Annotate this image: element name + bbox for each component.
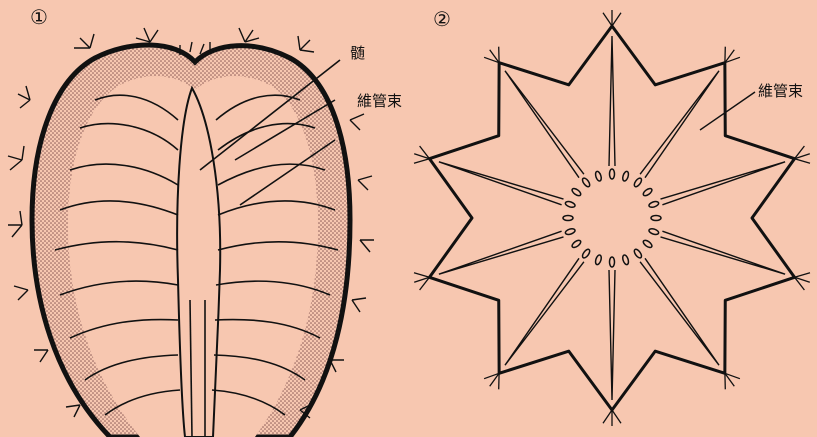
vascular-bundle (633, 248, 643, 259)
radial-bundle-line (609, 270, 615, 400)
bundle-leader-line-fig2 (700, 92, 755, 130)
spine (612, 13, 621, 26)
radial-bundle-line (640, 258, 719, 365)
vascular-bundle (610, 169, 615, 179)
vascular-bundle (581, 248, 591, 259)
spine (603, 13, 612, 26)
vascular-bundle (642, 187, 653, 197)
spine (603, 410, 612, 423)
figure-1-number: ① (30, 5, 48, 29)
vascular-bundle (633, 177, 643, 188)
pith-label: 髄 (350, 44, 365, 62)
pith-area (574, 180, 650, 256)
radial-bundle-line (505, 258, 584, 365)
stem-outline-star (429, 26, 794, 410)
vascular-bundle (610, 257, 615, 267)
vascular-bundle (622, 171, 630, 182)
vascular-bundle (648, 200, 659, 208)
spine (414, 273, 429, 278)
vascular-bundle-label-1: 維管束 (357, 92, 402, 110)
vascular-bundle (594, 254, 602, 265)
vascular-bundle (571, 187, 582, 197)
radial-bundle-line (609, 36, 615, 166)
vascular-bundle (571, 239, 582, 249)
spine (414, 159, 429, 164)
vascular-bundle (581, 177, 591, 188)
radial-bundle-line (505, 71, 584, 178)
vascular-bundle (594, 171, 602, 182)
vascular-bundle (651, 216, 661, 221)
vascular-bundle-label-2: 維管束 (758, 82, 803, 100)
vascular-bundle (563, 216, 573, 221)
vascular-bundle (648, 228, 659, 236)
figure-1-longitudinal-section (8, 28, 374, 437)
vascular-bundle (565, 200, 576, 208)
spine (612, 410, 621, 423)
spine (795, 273, 810, 278)
figure-2-cross-section (414, 10, 810, 426)
spine (795, 159, 810, 164)
vascular-bundle (642, 239, 653, 249)
figure-2-number: ② (433, 7, 451, 31)
vascular-bundle (565, 228, 576, 236)
vascular-bundle (622, 254, 630, 265)
